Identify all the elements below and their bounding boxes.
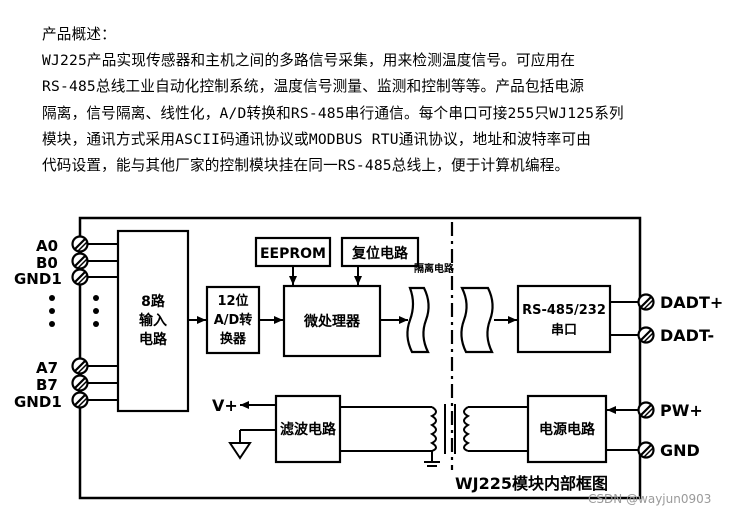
terminal-gnd1-top-label: GND1 xyxy=(14,270,62,288)
watermark: CSDN @wayjun0903 xyxy=(588,492,711,506)
terminal-a7-label: A7 xyxy=(36,359,58,377)
adc-label-1: 12位 xyxy=(217,293,248,309)
filter-circuit-box xyxy=(274,394,342,464)
terminal-gnd-label: GND xyxy=(660,441,700,460)
terminal-a0-label: A0 xyxy=(36,237,58,255)
description-line-2: RS-485总线工业自动化控制系统，温度信号测量、监测和控制等等。产品包括电源 xyxy=(42,78,585,96)
eeprom-box xyxy=(254,236,332,268)
terminal-b7-label: B7 xyxy=(36,376,58,394)
serial-port-label-2: 串口 xyxy=(551,322,577,338)
microprocessor-box xyxy=(282,284,382,358)
terminal-dadt-plus-label: DADT+ xyxy=(660,293,723,312)
serial-port-box xyxy=(516,284,612,354)
description-heading: 产品概述： xyxy=(42,26,116,43)
reset-circuit-label: 复位电路 xyxy=(351,245,409,262)
power-circuit-label: 电源电路 xyxy=(539,421,596,438)
filter-circuit-label: 滤波电路 xyxy=(280,421,337,438)
serial-port-label-1: RS-485/232 xyxy=(522,303,606,318)
input-circuit-box xyxy=(116,229,190,413)
isolation-circuit-label: 隔离电路 xyxy=(414,262,455,275)
description-line-4: 模块，通讯方式采用ASCII码通讯协议或MODBUS RTU通讯协议，地址和波特… xyxy=(42,130,592,148)
adc-label-3: 换器 xyxy=(220,331,247,347)
reset-circuit-box xyxy=(340,236,420,268)
description-line-1: WJ225产品实现传感器和主机之间的多路信号采集，用来检测温度信号。可应用在 xyxy=(42,52,576,70)
terminal-dadt-minus-label: DADT- xyxy=(660,326,714,345)
adc-box xyxy=(205,285,261,355)
terminal-gnd1-bottom-label: GND1 xyxy=(14,393,62,411)
microprocessor-label: 微处理器 xyxy=(303,313,361,330)
input-circuit-label-3: 电路 xyxy=(139,331,168,348)
terminal-pw-plus-label: PW+ xyxy=(660,401,703,420)
ground-symbol xyxy=(228,442,252,460)
description-line-3: 隔离，信号隔离、线性化，A/D转换和RS-485串行通信。每个串口可接255只W… xyxy=(42,104,624,122)
input-terminals xyxy=(49,235,118,409)
transformer-symbol xyxy=(429,404,471,454)
adc-label-2: A/D转 xyxy=(214,312,253,328)
power-circuit-box xyxy=(526,394,608,464)
isolation-right-shape xyxy=(460,286,494,354)
eeprom-label: EEPROM xyxy=(260,246,326,262)
terminal-b0-label: B0 xyxy=(36,254,58,272)
description-line-5: 代码设置，能与其他厂家的控制模块挂在同一RS-485总线上，便于计算机编程。 xyxy=(42,157,570,175)
diagram-caption: WJ225模块内部框图 xyxy=(455,474,608,493)
input-circuit-label-2: 输入 xyxy=(139,312,167,329)
vplus-label: V+ xyxy=(212,396,238,415)
input-circuit-label-1: 8路 xyxy=(141,293,166,310)
isolation-left-shape xyxy=(406,286,430,354)
product-description: 产品概述： WJ225产品实现传感器和主机之间的多路信号采集，用来检测温度信号。… xyxy=(42,22,732,179)
